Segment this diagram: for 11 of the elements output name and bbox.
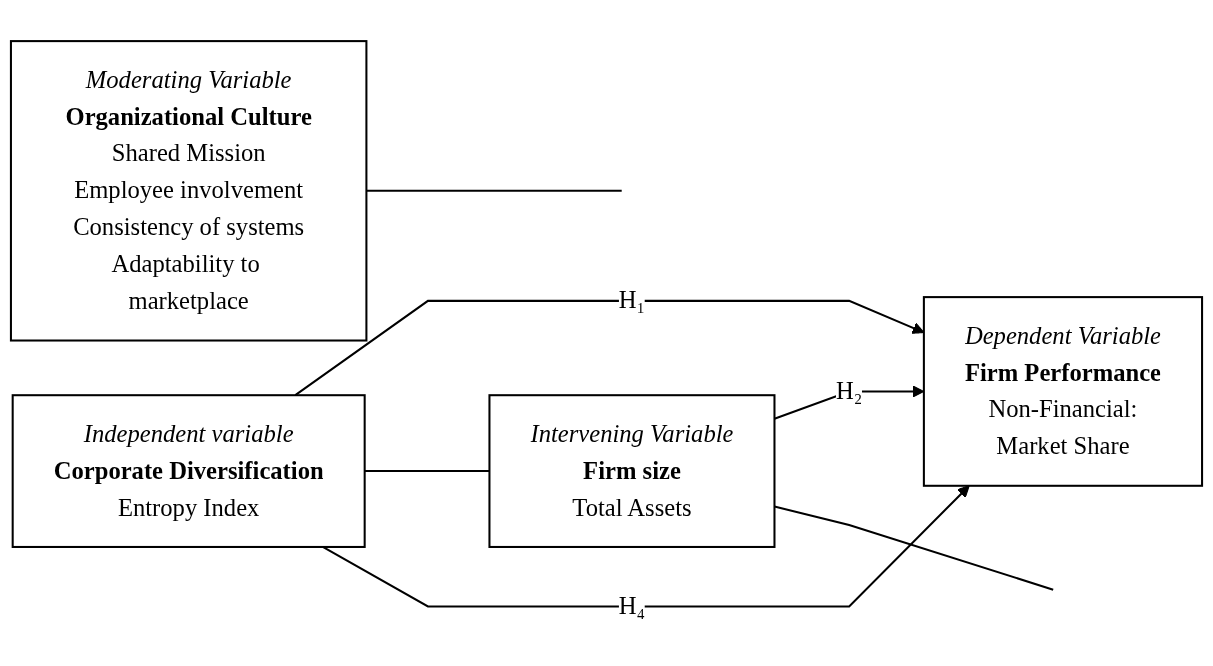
node-box: Independent variable Corporate Diversification Entropy Index <box>11 394 366 548</box>
edge-label: H₁ <box>618 286 646 314</box>
edge-label: H₄ <box>618 592 646 620</box>
connector <box>366 189 622 192</box>
connector <box>364 470 490 473</box>
node-box: Intervening Variable Firm size Total Assets <box>488 394 776 548</box>
arrow <box>322 485 970 608</box>
edge-label: H₂ <box>836 377 863 405</box>
connector <box>774 505 1054 591</box>
node-box: Dependent Variable Firm Performance Non-Financial: Market Share <box>922 296 1204 487</box>
node-box: Moderating Variable Organizational Culture Shared Mission Employee involvement Consistency of systems Adaptability to marketplace <box>9 40 368 342</box>
